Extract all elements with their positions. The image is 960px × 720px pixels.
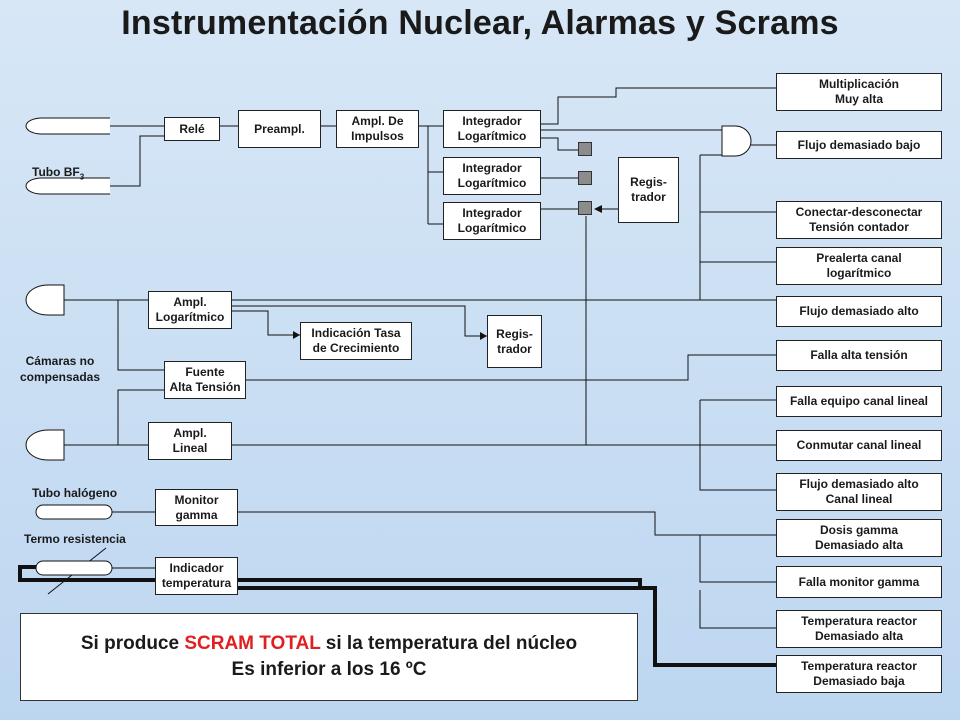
block-fuente: Fuente Alta Tensión (164, 361, 246, 399)
alarm-conmutar-lineal: Conmutar canal lineal (776, 430, 942, 461)
block-integrador-2: Integrador Logarítmico (443, 157, 541, 195)
selector-switch-1 (578, 142, 592, 156)
alarm-temp-alta: Temperatura reactor Demasiado alta (776, 610, 942, 648)
alarm-flujo-bajo: Flujo demasiado bajo (776, 131, 942, 159)
block-integrador-3: Integrador Logarítmico (443, 202, 541, 240)
wire-gamma-falla (699, 535, 776, 583)
wire-integrador-bus (427, 126, 443, 225)
alarm-falla-alta-tension: Falla alta tensión (776, 340, 942, 371)
arrow-log-reg (480, 332, 487, 340)
alarm-dosis-gamma: Dosis gamma Demasiado alta (776, 519, 942, 557)
alarm-falla-equipo-lineal: Falla equipo canal lineal (776, 386, 942, 417)
alarm-temp-baja: Temperatura reactor Demasiado baja (776, 655, 942, 693)
scram-note-line-1: Si produce SCRAM TOTAL si la temperatura… (80, 633, 578, 655)
block-ampl-log: Ampl. Logarítmico (148, 291, 232, 329)
alarm-falla-monitor-gamma: Falla monitor gamma (776, 566, 942, 598)
label-camaras: Cámaras no compensadas (19, 354, 101, 384)
chamber-1 (25, 284, 65, 316)
alarm-conectar: Conectar-desconectar Tensión contador (776, 201, 942, 239)
block-monitor-gamma: Monitor gamma (155, 489, 238, 526)
scram-note-line-2: Es inferior a los 16 ºC (231, 659, 427, 680)
wire-integrador-1-out (541, 87, 776, 125)
block-registrador-2: Regis- trador (487, 315, 542, 368)
scram-note: Si produce SCRAM TOTAL si la temperatura… (20, 613, 638, 701)
block-rele: Relé (164, 117, 220, 141)
alarm-prealerta: Prealerta canal logarítmico (776, 247, 942, 285)
chamber-2 (25, 429, 65, 461)
halogen-tube (35, 504, 113, 520)
block-indicacion-tasa: Indicación Tasa de Crecimiento (300, 322, 412, 360)
wire-temp-alta (699, 590, 776, 629)
block-registrador-1: Regis- trador (618, 157, 679, 223)
wire-right-bus (699, 154, 776, 300)
bf3-tube-top (25, 117, 110, 135)
label-termo: Termo resistencia (24, 532, 126, 546)
block-preampl: Preampl. (238, 110, 321, 148)
wire-fuente-falla (246, 354, 776, 381)
wire-lineal-bus (699, 399, 776, 491)
alarm-multiplicacion: Multiplicación Muy alta (776, 73, 942, 111)
arrow-switch-reg (594, 205, 602, 213)
label-bf3: Tubo BF3 (32, 164, 85, 181)
selector-switch-2 (578, 171, 592, 185)
alarm-flujo-alto: Flujo demasiado alto (776, 296, 942, 327)
block-ampl-impulsos: Ampl. De Impulsos (336, 110, 419, 148)
wire-cam-fuente (117, 300, 164, 371)
block-indicador-temp: Indicador temperatura (155, 557, 238, 595)
wire-log-reg (232, 305, 487, 337)
arrow-log-tasa (293, 331, 300, 339)
wire-gamma-out (238, 511, 776, 536)
and-gate (721, 125, 752, 157)
bf3-tube-bottom (25, 177, 110, 195)
selector-switch-3 (578, 201, 592, 215)
page-title: Instrumentación Nuclear, Alarmas y Scram… (121, 4, 839, 42)
label-halogeno: Tubo halógeno (32, 486, 118, 500)
wire-log-tasa (232, 310, 300, 336)
alarm-flujo-alto-lineal: Flujo demasiado alto Canal lineal (776, 473, 942, 511)
wire-integrador-1-switch (541, 137, 578, 151)
scram-highlight: SCRAM TOTAL (184, 633, 321, 655)
thermo-resistance (35, 560, 113, 576)
block-ampl-lineal: Ampl. Lineal (148, 422, 232, 460)
block-integrador-1: Integrador Logarítmico (443, 110, 541, 148)
thick-loop-temp (18, 565, 776, 667)
